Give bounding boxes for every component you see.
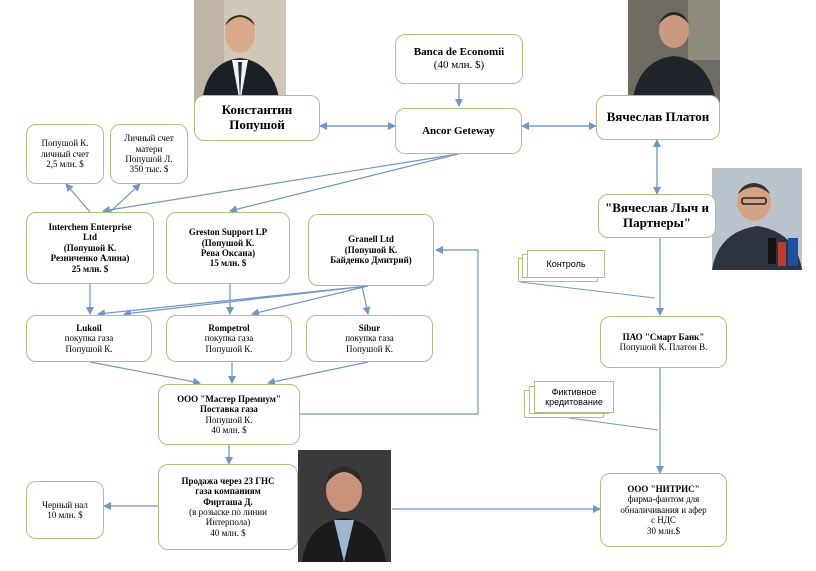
node-nitris-line4: с НДС [651, 515, 676, 526]
node-acc2-line2: матери [135, 143, 163, 154]
node-master-premium: ООО "Мастер Премиум" Поставка газа Попуш… [158, 384, 300, 445]
node-konstantin-popushoy: Константин Попушой [194, 95, 320, 141]
node-smart-line2: Попушой К. Платон В. [619, 342, 708, 352]
node-lukoil: Lukoil покупка газа Попушой К. [26, 315, 152, 362]
node-interchem-line3: (Попушой К. [63, 242, 117, 253]
node-greston-line1: Greston Support LP [188, 227, 268, 238]
node-banca-de-economii: Banca de Economii (40 млн. $) [395, 34, 523, 84]
arrow-granell-rompetrol [251, 285, 369, 317]
line-control [519, 281, 656, 299]
node-lych-line2: Партнеры" [623, 215, 691, 230]
node-platon-name: Вячеслав Платон [606, 109, 710, 125]
node-acc1-line3: 2,5 млн. $ [46, 159, 84, 170]
node-master-line2: Поставка газа [200, 404, 258, 415]
node-rompetrol: Rompetrol покупка газа Попушой К. [166, 315, 292, 362]
node-sale-line3: Фирташа Д. [203, 496, 253, 507]
arrow-interchem-acc1 [65, 183, 91, 213]
note-control-label: Контроль [546, 259, 586, 269]
node-nitris: ООО "НИТРИС" фирма-фантом для обналичива… [600, 473, 727, 547]
node-interchem: Interchem Enterprise Ltd (Попушой К. Рез… [26, 212, 154, 284]
node-lych-line1: "Вячеслав Лыч и [605, 200, 709, 216]
node-sibur-line1: Sibur [358, 322, 381, 333]
node-lukoil-line2: покупка газа [64, 333, 114, 344]
arrow-granell-lukoil-2 [97, 285, 369, 318]
node-granell-line2: (Попушой К. [344, 244, 398, 255]
node-black-cash: Черный нал 10 млн. $ [26, 481, 104, 539]
note-fictive-line2: кредитование [545, 397, 603, 407]
node-interchem-line4: Резниченко Алина) [50, 253, 130, 264]
node-greston-line2: (Попушой К. [201, 237, 255, 248]
node-lukoil-line1: Lukoil [76, 322, 102, 333]
node-sale-line4: (в розыске по линии [189, 507, 267, 517]
node-cash-line2: 10 млн. $ [47, 510, 83, 520]
note-fictive-line1: Фиктивное [551, 387, 597, 397]
photo-dmitry-firtash [298, 450, 391, 562]
node-master-line4: 40 млн. $ [211, 424, 247, 435]
node-gas-sale: Продажа через 23 ГНС газа компаниям Фирт… [158, 464, 298, 550]
node-sale-line1: Продажа через 23 ГНС [181, 475, 275, 486]
node-popushoy-line2: Попушой [229, 117, 285, 132]
arrow-interchem-acc2 [109, 183, 141, 213]
node-nitris-line1: ООО "НИТРИС" [627, 484, 700, 495]
node-sibur-line3: Попушой К. [345, 343, 394, 354]
node-nitris-line2: фирма-фантом для [627, 494, 700, 505]
node-ancor-name: Ancor Geteway [422, 124, 495, 137]
arrow-master-granell [300, 246, 479, 415]
node-granell-line3: Байденко Дмитрий) [330, 255, 412, 266]
note-fictive-credit: Фиктивное кредитование [534, 381, 614, 413]
node-banca-amount: (40 млн. $) [433, 59, 485, 71]
node-account-popushoy: Попушой К. личный счет 2,5 млн. $ [26, 124, 104, 184]
node-account-mother: Личный счет матери Попушой Л. 350 тыс. $ [110, 124, 188, 184]
node-interchem-line1: Interchem Enterprise [48, 222, 132, 233]
node-acc1-line2: личный счет [40, 148, 90, 159]
node-sibur: Sibur покупка газа Попушой К. [306, 315, 433, 362]
node-vyacheslav-platon: Вячеслав Платон [596, 95, 720, 140]
node-smart-line1: ПАО "Смарт Банк" [622, 331, 705, 342]
node-nitris-line5: 30 млн.$ [646, 525, 680, 536]
node-greston-line3: Рева Оксана) [200, 248, 256, 258]
node-granell-line1: Granell Ltd [348, 234, 394, 245]
node-nitris-line3: обналичивания и афер [620, 504, 707, 515]
node-interchem-line2: Ltd [82, 232, 97, 243]
node-acc2-line3: Попушой Л. [125, 154, 173, 164]
node-ancor-geteway: Ancor Geteway [395, 108, 522, 154]
node-lukoil-line3: Попушой К. [65, 343, 113, 354]
node-greston-line4: 15 млн. $ [209, 258, 247, 269]
note-control: Контроль [527, 250, 605, 278]
arrow-lukoil-master [89, 361, 201, 386]
node-rompetrol-line2: покупка газа [204, 333, 254, 344]
node-sale-line5: Интерпола) [205, 517, 251, 528]
arrow-ancor-greston [229, 153, 459, 214]
node-greston-support: Greston Support LP (Попушой К. Рева Окса… [166, 212, 290, 284]
node-master-line1: ООО "Мастер Премиум" [177, 393, 281, 404]
node-sale-line6: 40 млн. $ [210, 527, 246, 538]
node-rompetrol-line1: Rompetrol [208, 322, 250, 333]
photo-vyacheslav-lych [712, 168, 802, 270]
node-interchem-line5: 25 млн. $ [71, 263, 109, 274]
node-acc2-line1: Личный счет [124, 133, 174, 144]
photo-vyacheslav-platon [628, 0, 720, 103]
arrow-sibur-master [267, 361, 369, 386]
node-acc2-line4: 350 тыс. $ [129, 164, 169, 175]
node-master-line3: Попушой К. [205, 414, 253, 425]
node-banca-name: Banca de Economii [413, 46, 505, 59]
node-lych-partners: "Вячеслав Лыч и Партнеры" [598, 194, 716, 238]
node-rompetrol-line3: Попушой К. [205, 343, 253, 354]
arrow-granell-sibur [361, 285, 371, 315]
node-popushoy-line1: Константин [221, 102, 293, 118]
node-sale-line2: газа компаниям [195, 486, 261, 497]
arrow-ancor-interchem [102, 153, 459, 214]
photo-konstantin-popushoy [194, 0, 286, 103]
node-cash-line1: Черный нал [42, 499, 88, 510]
node-sibur-line2: покупка газа [345, 333, 394, 344]
node-acc1-line1: Попушой К. [41, 138, 89, 149]
node-granell: Granell Ltd (Попушой К. Байденко Дмитрий… [308, 214, 434, 286]
node-smart-bank: ПАО "Смарт Банк" Попушой К. Платон В. [600, 316, 727, 368]
